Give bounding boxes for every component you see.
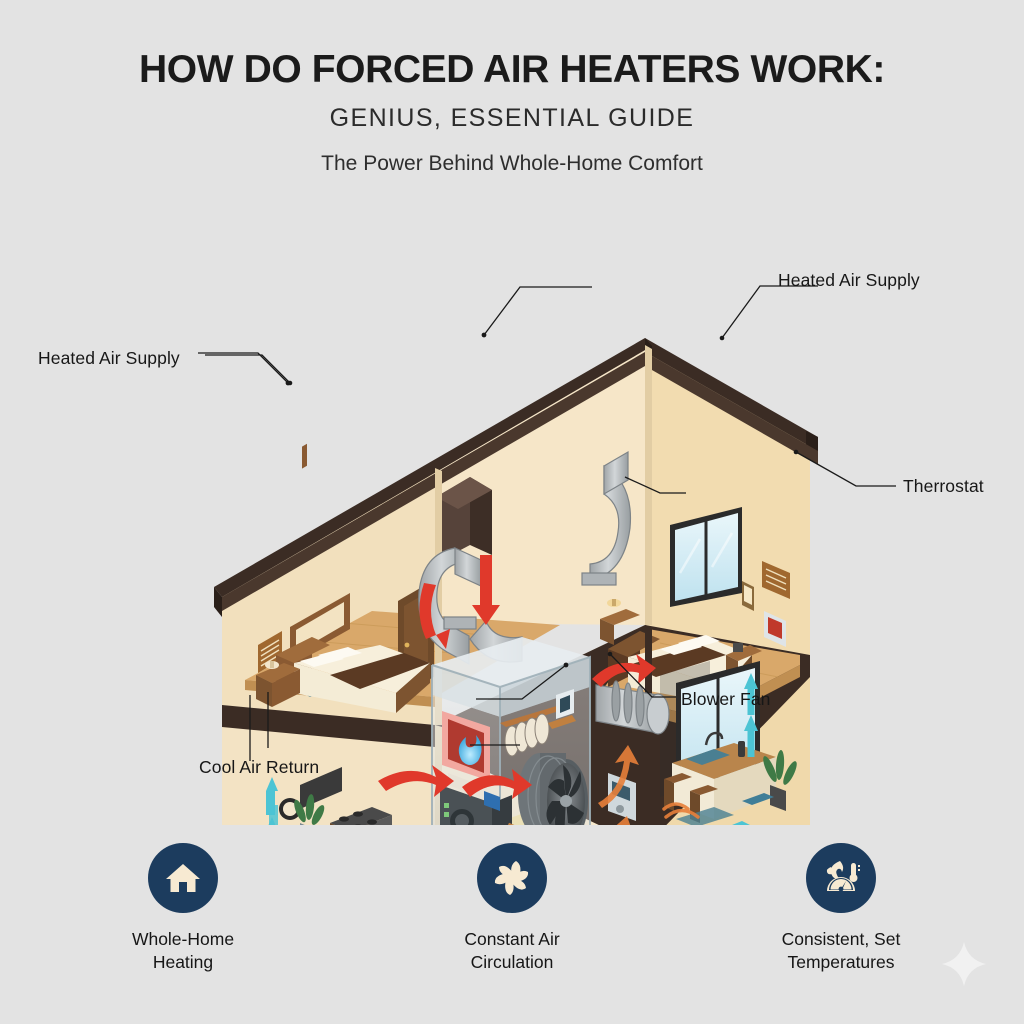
room-upper-left-bedroom	[256, 443, 434, 713]
feature-label: Constant Air Circulation	[464, 928, 559, 975]
callout-heated-air-supply-left: Heated Air Supply	[38, 348, 180, 368]
sparkle-watermark-icon	[942, 942, 986, 986]
page-tagline: The Power Behind Whole-Home Comfort	[321, 151, 703, 175]
callout-leader-lines	[198, 286, 686, 761]
room-lower-right-kitchen	[660, 661, 797, 825]
flame-thermometer-gauge-icon	[806, 843, 876, 913]
feature-label-line1: Consistent, Set	[781, 929, 901, 949]
callout-cool-air-return: Cool Air Return	[199, 757, 320, 777]
feature-item: Constant Air Circulation	[417, 843, 607, 975]
blower-fan-part	[518, 753, 588, 825]
feature-label-line2: Circulation	[470, 952, 554, 973]
feature-label-line1: Constant Air	[464, 929, 560, 949]
header: HOW DO FORCED AIR HEATERS WORK: GENIUS, …	[0, 0, 1024, 176]
house-cutaway-illustration	[0, 225, 1024, 825]
thermostat-device	[764, 611, 786, 647]
feature-item: Whole-Home Heating	[88, 843, 278, 975]
feature-label: Consistent, Set Temperatures	[782, 928, 901, 975]
feature-label: Whole-Home Heating	[132, 928, 234, 975]
house-icon	[148, 843, 218, 913]
feature-label-line1: Whole-Home	[131, 929, 235, 949]
callout-blower-fan: Blower Fan	[681, 689, 771, 709]
feature-item: Consistent, Set Temperatures	[746, 843, 936, 975]
fan-icon	[477, 843, 547, 913]
feature-label-line2: Temperatures	[787, 952, 895, 973]
page-subtitle: GENIUS, ESSENTIAL GUIDE	[329, 103, 695, 132]
airflow-cool-return	[266, 673, 758, 825]
airflow-warm-diffuse	[598, 745, 700, 825]
page-title: HOW DO FORCED AIR HEATERS WORK:	[139, 48, 885, 91]
callout-heated-air-supply-right: Heated Air Supply	[778, 270, 920, 290]
callout-thermostat: Therrostat	[903, 476, 984, 496]
feature-list: Whole-Home Heating	[0, 843, 1024, 975]
feature-label-line2: Heating	[152, 952, 214, 973]
